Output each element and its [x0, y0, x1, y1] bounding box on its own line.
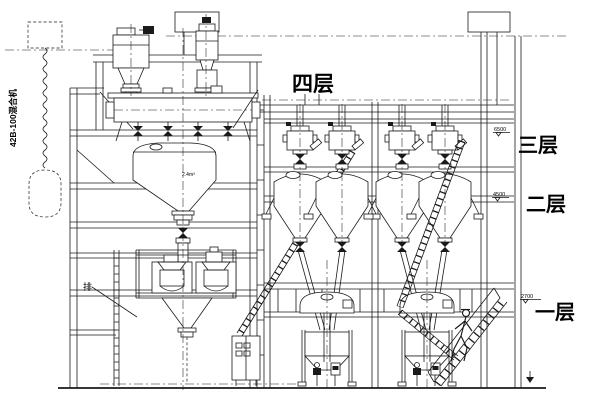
labels: 四层 三层 6500 二层 4500 一层 2700 42B-100混合机 排 … [8, 73, 575, 383]
roof-equipment [174, 11, 511, 55]
stairs-and-person [396, 139, 508, 387]
person-figure [450, 308, 473, 362]
hopper-volume-label: 2.4m³ [182, 172, 195, 178]
floor4-label: 四层 [292, 73, 334, 96]
ground-level-marker [526, 371, 534, 383]
drain-callout-label: 排 [83, 281, 92, 292]
floor2-label: 二层 [526, 194, 566, 216]
floor1-label: 一层 [535, 302, 575, 324]
mixer-tower [105, 17, 261, 386]
floor3-elevation: 6500 [494, 127, 506, 133]
axis-centerlines [130, 14, 446, 390]
mixer-model-label: 42B-100混合机 [8, 88, 18, 147]
floor1-elevation: 2700 [521, 294, 533, 300]
floor3-label: 三层 [518, 135, 558, 157]
left-hoist-and-tank [27, 21, 63, 218]
floor2-elevation: 4500 [493, 192, 505, 198]
construction-lines [5, 35, 566, 385]
process-lines [261, 104, 484, 387]
